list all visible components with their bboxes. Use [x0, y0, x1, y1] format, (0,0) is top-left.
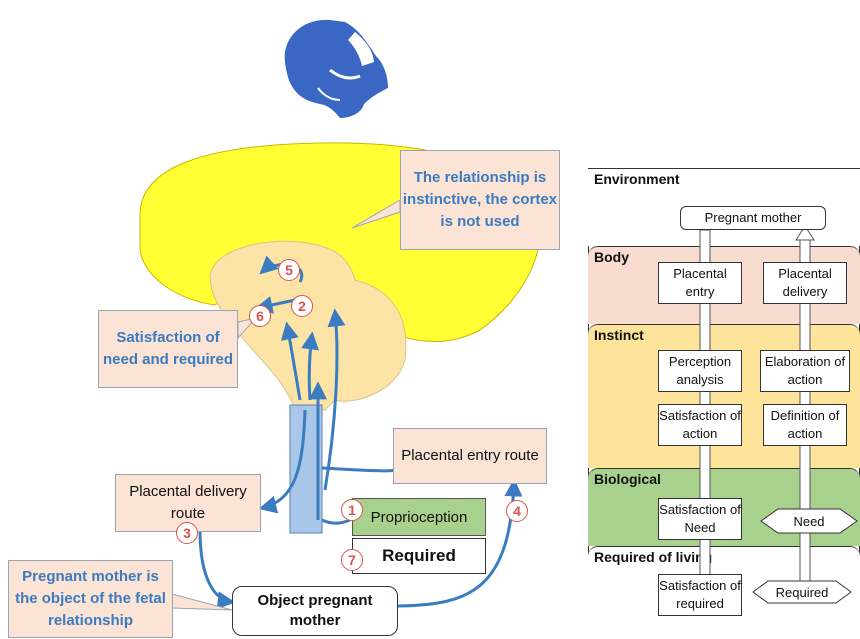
band-body-label: Body — [594, 249, 629, 265]
proprioception-box: Proprioception — [352, 498, 486, 536]
band-instinct-label: Instinct — [594, 327, 644, 343]
definition-of-action-box: Definition of action — [763, 404, 847, 446]
required-box: Required — [352, 538, 486, 574]
perception-analysis-box: Perception analysis — [658, 350, 742, 392]
badge-6: 6 — [249, 305, 271, 327]
required-hexagon — [752, 580, 852, 604]
band-required-of-living: Required of living — [588, 546, 860, 634]
callout-satisfaction: Satisfaction of need and required — [98, 310, 238, 388]
need-hexagon — [760, 508, 858, 534]
band-required-of-living-label: Required of living — [594, 549, 713, 565]
badge-4: 4 — [506, 500, 528, 522]
band-environment-label: Environment — [594, 171, 680, 187]
badge-7: 7 — [341, 549, 363, 571]
badge-5: 5 — [278, 259, 300, 281]
callout-object: Pregnant mother is the object of the fet… — [8, 560, 173, 638]
elaboration-of-action-box: Elaboration of action — [760, 350, 850, 392]
callout-cortex: The relationship is instinctive, the cor… — [400, 150, 560, 250]
satisfaction-of-required-box: Satisfaction of required — [658, 574, 742, 616]
placental-delivery-box: Placental delivery — [763, 262, 847, 304]
pregnant-mother-box: Pregnant mother — [680, 206, 826, 230]
fetus-icon — [284, 19, 388, 118]
satisfaction-of-action-box: Satisfaction of action — [658, 404, 742, 446]
inner-brain-shape — [209, 240, 407, 411]
badge-3: 3 — [176, 522, 198, 544]
object-pregnant-mother-box: Object pregnant mother — [232, 586, 398, 636]
satisfaction-of-need-box: Satisfaction of Need — [658, 498, 742, 540]
required-hexagon-label: Required — [775, 584, 829, 600]
badge-1: 1 — [341, 499, 363, 521]
placental-entry-route-box: Placental entry route — [393, 428, 547, 484]
band-biological-label: Biological — [594, 471, 661, 487]
placental-delivery-route-box: Placental delivery route — [115, 474, 261, 532]
placental-entry-box: Placental entry — [658, 262, 742, 304]
need-label: Need — [793, 513, 825, 529]
badge-2: 2 — [291, 295, 313, 317]
